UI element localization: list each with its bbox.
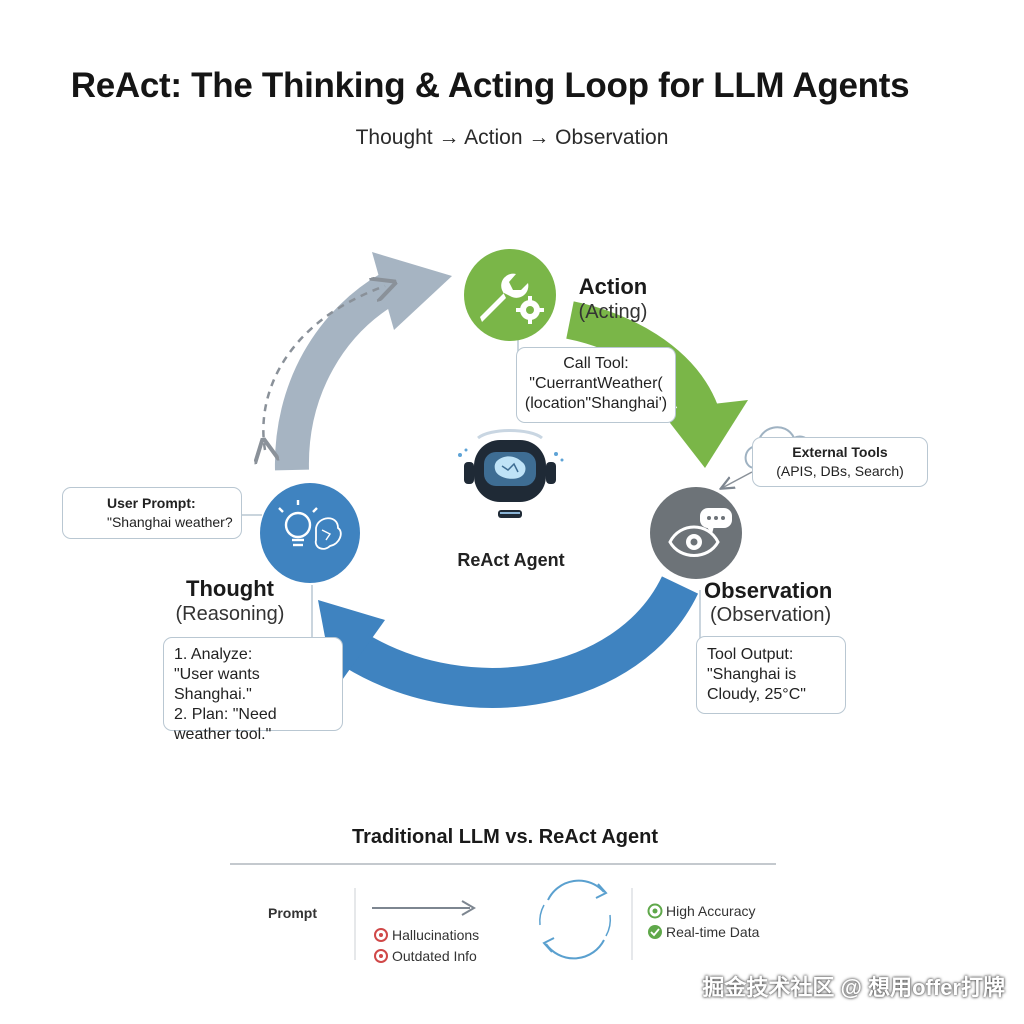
thought-box-line: 1. Analyze: [174, 646, 253, 663]
observation-box-line: Cloudy, 25°C" [707, 686, 806, 703]
external-tools-box: External Tools (APIS, DBs, Search) [752, 437, 928, 487]
check-icon-accuracy [647, 903, 663, 919]
eye-chat-icon [668, 508, 732, 557]
comparison-prompt-label: Prompt [268, 905, 317, 921]
page-subtitle: Thought → Action → Observation [355, 126, 669, 149]
thought-subtitle: (Reasoning) [175, 603, 285, 625]
observation-box-line: "Shanghai is [707, 666, 797, 683]
straight-arrow-icon [372, 900, 476, 916]
observation-node [650, 487, 742, 579]
arrow-thought-to-action [274, 252, 452, 471]
action-box-line: (location"Shanghai') [524, 395, 668, 412]
issue-outdated-info: Outdated Info [392, 948, 477, 964]
user-prompt-title: User Prompt: [107, 495, 196, 511]
page-title: ReAct: The Thinking & Acting Loop for LL… [70, 66, 910, 105]
agent-label: ReAct Agent [457, 550, 565, 570]
lightbulb-brain-icon [278, 500, 342, 550]
hallucination-icon [374, 928, 388, 942]
observation-title: Observation [704, 578, 833, 603]
issue-hallucinations: Hallucinations [392, 927, 480, 943]
outdated-icon [374, 949, 388, 963]
observation-box-line: Tool Output: [707, 646, 794, 663]
action-box: Call Tool: "CuerrantWeather( (location"S… [516, 347, 676, 423]
thought-node [260, 483, 360, 583]
robot-agent-icon [458, 429, 564, 518]
arrow-observation-to-thought [318, 575, 699, 708]
thought-box-line: weather tool." [174, 726, 272, 743]
action-subtitle: (Acting) [578, 301, 648, 323]
watermark: 掘金技术社区 @ 想用offer打牌 [702, 975, 1005, 1000]
external-tools-title: External Tools [792, 444, 888, 460]
benefit-high-accuracy: High Accuracy [666, 903, 756, 919]
action-box-line: "CuerrantWeather( [529, 375, 663, 392]
cycle-arrows-icon [539, 879, 612, 960]
external-tools-text: (APIS, DBs, Search) [776, 463, 904, 479]
connector-external-tools [722, 471, 753, 488]
dashed-feedback-arrow [263, 286, 385, 450]
action-node [464, 249, 556, 341]
thought-title: Thought [186, 576, 274, 601]
check-icon-realtime [648, 925, 662, 939]
user-prompt-box: User Prompt: "Shanghai weather? [62, 487, 242, 539]
comparison-title: Traditional LLM vs. ReAct Agent [352, 826, 658, 848]
action-title: Action [578, 274, 648, 299]
thought-box: 1. Analyze: "User wants Shanghai." 2. Pl… [163, 637, 343, 743]
action-box-line: Call Tool: [563, 355, 629, 372]
thought-box-line: "User wants Shanghai." [174, 666, 260, 703]
benefit-real-time-data: Real-time Data [666, 924, 760, 940]
observation-subtitle: (Observation) [710, 604, 832, 626]
wrench-gear-icon [480, 273, 544, 324]
observation-box: Tool Output: "Shanghai is Cloudy, 25°C" [696, 636, 846, 714]
thought-box-line: 2. Plan: "Need [174, 706, 277, 723]
user-prompt-text: "Shanghai weather? [107, 514, 233, 530]
